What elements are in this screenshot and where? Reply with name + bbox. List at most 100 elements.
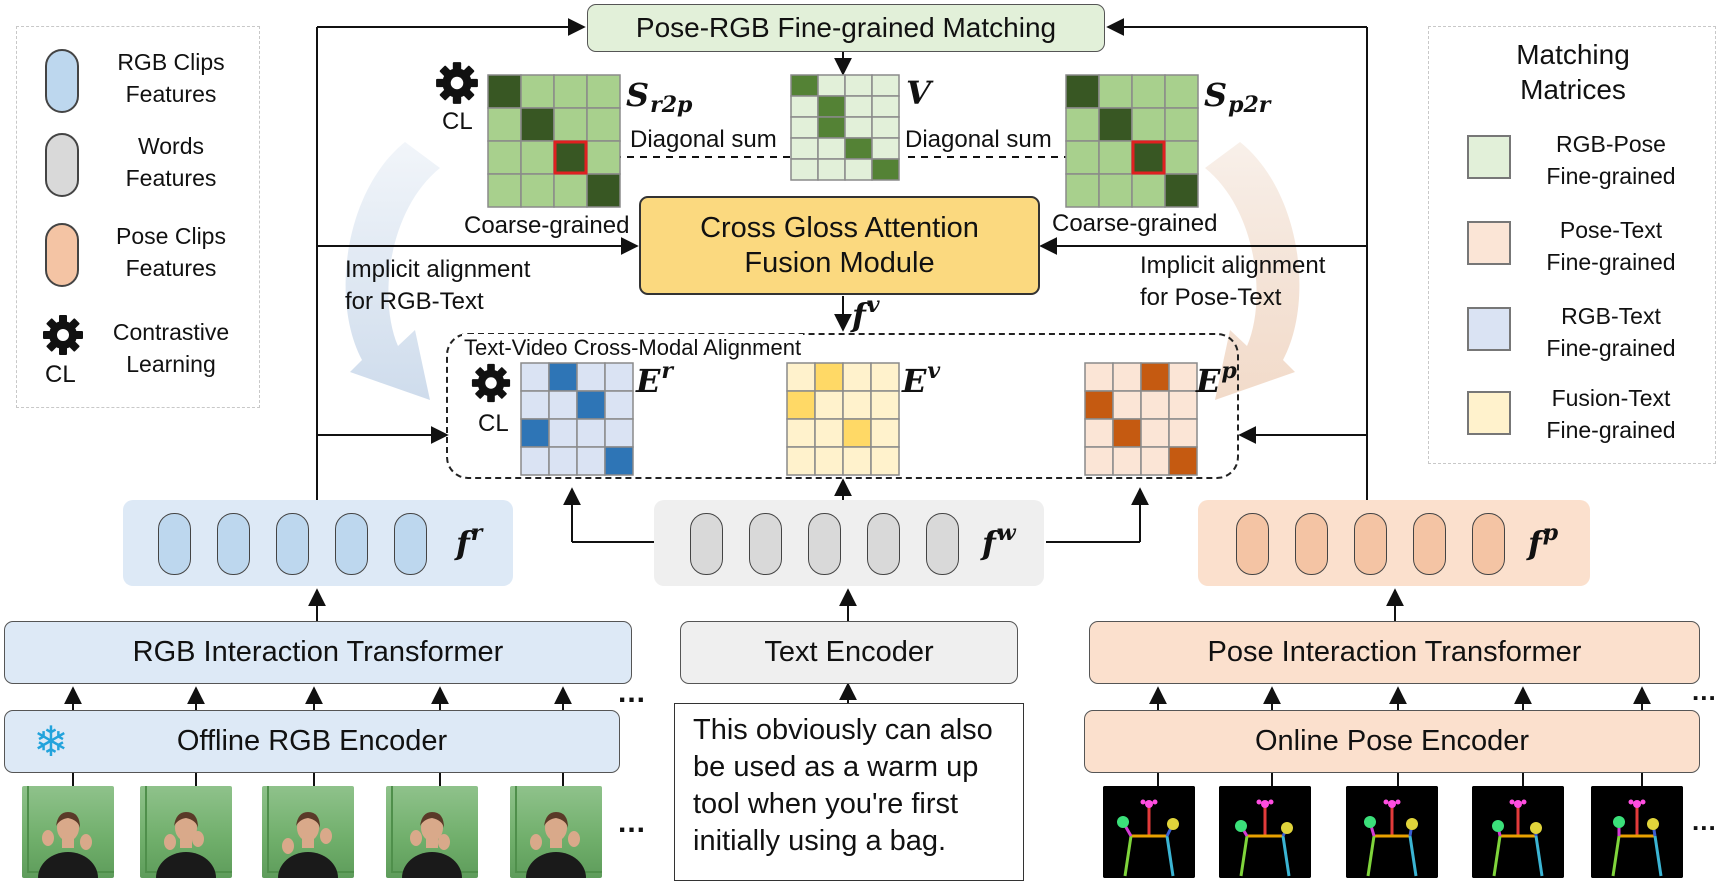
matrix-cell [786,418,816,448]
matrix-cell [814,446,844,476]
matrix-cell [1065,140,1100,175]
legend-fusion-text: Fusion-Text Fine-grained [1546,385,1676,443]
pose-input-frame [1103,786,1195,878]
matrix-cell [844,158,873,181]
implicit-alignment-pose-text: Implicit alignment for Pose-Text [1140,252,1326,312]
matrix-cell [604,446,634,476]
pose-skeleton [1472,786,1564,878]
online-pose-encoder: Online Pose Encoder [1084,710,1700,773]
matrix-cell [870,390,900,420]
words-feature-swatch [45,133,79,197]
matrix-cell [870,418,900,448]
legend-right: Matching Matrices RGB-Pose Fine-grained … [1428,26,1716,464]
matrix-cell [1084,446,1114,476]
word-feature-token [867,513,900,575]
matrix-cell [817,137,846,160]
matrix-cell [548,446,578,476]
alignment-cl-label: CL [478,410,509,437]
matrix-cell [871,137,900,160]
matrix-cell [576,362,606,392]
matrix-cell [1168,362,1198,392]
f-v-label: fv [852,292,880,334]
rgb-interaction-transformer: RGB Interaction Transformer [4,621,632,684]
highlighted-cell [553,140,588,175]
matrix-cell [844,137,873,160]
matrix-cell [871,116,900,139]
e-r-label: Er [636,358,673,400]
coarse-grained-left: Coarse-grained [464,212,630,239]
matrix-cell [817,74,846,97]
matrix-cell [586,140,621,175]
matrix-cell [1112,390,1142,420]
matrix-cell [1164,74,1199,109]
rgb-input-frame [22,786,114,878]
matrix-cell [520,362,550,392]
word-feature-token [690,513,723,575]
matrix-cell [1084,390,1114,420]
matrix-s-r2p [487,74,621,213]
matrix-cell [1065,173,1100,208]
matrix-cell [1140,446,1170,476]
pose-skeleton [1591,786,1683,878]
matrix-e-r [520,362,634,481]
matrix-cell [1098,173,1133,208]
input-sentence-text: This obviously can also be used as a war… [693,714,993,858]
m-sr2p-grid [487,74,621,208]
matrix-v [790,74,900,186]
cross-gloss-attention-fusion-module: Cross Gloss Attention Fusion Module [639,196,1040,295]
pose-feature-token [1236,513,1269,575]
offline-rgb-encoder: Offline RGB Encoder [4,710,620,773]
matrix-cell [842,362,872,392]
rgb-input-frame [386,786,478,878]
matrix-cell [844,116,873,139]
ellipsis-rgb-transformer: ... [618,676,647,709]
top-cl-label: CL [442,108,473,135]
word-feature-token [808,513,841,575]
s-r2p-label: Sr2p [626,76,693,118]
coarse-grained-right: Coarse-grained [1052,210,1218,237]
pose-text-swatch [1467,221,1511,265]
matrix-cell [520,140,555,175]
gear-icon [471,363,511,403]
matrix-cell [790,137,819,160]
rgb-feature-token [276,513,309,575]
matrix-cell [1131,140,1166,175]
matrix-cell [786,446,816,476]
pose-skeleton [1219,786,1311,878]
matrix-cell [1131,107,1166,142]
rgb-feature-token [335,513,368,575]
matrix-cell [548,418,578,448]
pose-feature-token [1354,513,1387,575]
rgb-feature-token [394,513,427,575]
matrix-cell [1098,74,1133,109]
matrix-cell [548,390,578,420]
highlighted-cell [1131,140,1166,175]
matrix-cell [1168,418,1198,448]
rgb-feature-token [217,513,250,575]
alignment-title: Text-Video Cross-Modal Alignment [462,334,804,363]
m-ev-grid [786,362,900,476]
pose-skeleton [1103,786,1195,878]
matrix-cell [1065,107,1100,142]
matrix-cell [604,390,634,420]
legend-rgb-text: RGB-Text Fine-grained [1546,303,1676,361]
matrix-cell [1168,446,1198,476]
matrix-cell [870,446,900,476]
f-w-label: fw [982,520,1016,562]
matrix-cell [553,107,588,142]
matrix-cell [1112,418,1142,448]
m-sp2r-grid [1065,74,1199,208]
matrix-cell [487,74,522,109]
matrix-cell [548,362,578,392]
pose-interaction-transformer: Pose Interaction Transformer [1089,621,1700,684]
rgb-text-swatch [1467,307,1511,351]
m-v-grid [790,74,900,181]
matrix-cell [1098,140,1133,175]
matrix-cell [520,446,550,476]
matrix-cell [487,173,522,208]
signer-figure [145,786,232,878]
legend-left: RGB Clips Features Words Features Pose C… [16,26,260,408]
matrix-cell [1065,74,1100,109]
legend-right-title: Matching Matrices [1516,39,1630,105]
s-p2r-label: Sp2r [1204,76,1271,118]
